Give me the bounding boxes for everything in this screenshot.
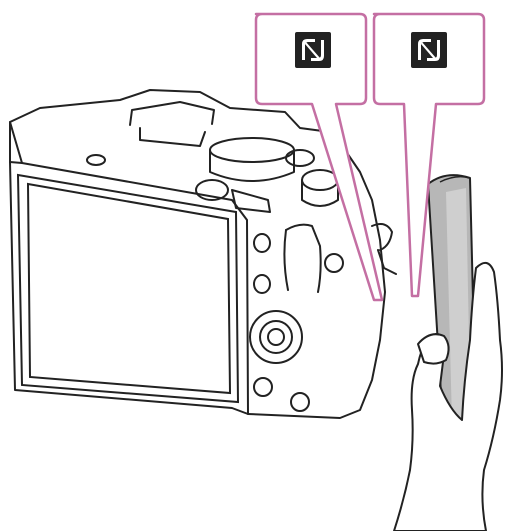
control-wheel	[249, 310, 303, 364]
n-mark-icon	[295, 32, 331, 68]
callout-smartphone	[372, 12, 486, 298]
callout-camera	[254, 12, 384, 302]
lcd-screen	[16, 173, 240, 404]
n-mark-icon	[411, 32, 447, 68]
rear-buttons	[253, 233, 344, 412]
hand	[393, 261, 503, 531]
